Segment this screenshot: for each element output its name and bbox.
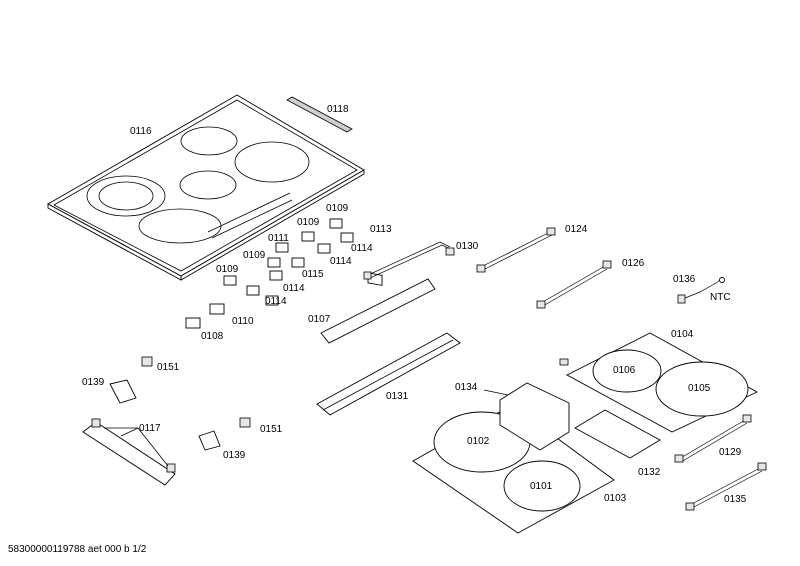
label-0118: 0118 [327,104,349,115]
control-knobs [185,218,383,329]
label-0101: 0101 [530,481,553,492]
label-0109-b: 0109 [297,217,320,228]
cooktop-glass-panel [47,94,365,281]
label-0124: 0124 [565,224,588,235]
label-0151-b: 0151 [260,424,283,435]
support-bracket [82,418,176,486]
label-0126: 0126 [622,258,645,269]
label-0115: 0115 [302,269,324,280]
connection-cables [476,227,612,309]
document-footer: 58300000119788 aet 000 b 1/2 [8,544,147,555]
label-0111: 0111 [268,233,289,244]
label-0109-c: 0109 [243,250,266,261]
label-0151-a: 0151 [157,362,180,373]
label-0107: 0107 [308,314,331,325]
label-0110: 0110 [232,316,254,327]
ntc-sensor [677,277,725,304]
label-0109-a: 0109 [326,203,349,214]
label-0114-d: 0114 [265,296,287,307]
label-0103: 0103 [604,493,627,504]
frame-strip [286,96,353,133]
label-0105: 0105 [688,383,711,394]
leader-lines [104,389,509,467]
label-0139-a: 0139 [82,377,105,388]
label-ntc: NTC [710,292,731,303]
label-0131: 0131 [386,391,409,402]
label-0116: 0116 [130,126,152,137]
label-0129: 0129 [719,447,742,458]
label-0102: 0102 [467,436,490,447]
label-0114-a: 0114 [351,243,373,254]
part-labels: 0116 0118 0109 0113 0109 0111 0114 0109 … [82,104,747,505]
label-0113: 0113 [370,224,392,235]
control-board [320,241,455,344]
fastening-clips [109,356,251,451]
label-0106: 0106 [613,365,636,376]
label-0114-c: 0114 [283,283,305,294]
induction-module-right [559,332,758,433]
cover-plate [574,409,661,459]
label-0132: 0132 [638,467,661,478]
label-0134: 0134 [455,382,478,393]
label-0139-b: 0139 [223,450,246,461]
label-0136: 0136 [673,274,696,285]
label-0108: 0108 [201,331,224,342]
lower-cables [674,414,767,511]
label-0109-d: 0109 [216,264,239,275]
label-0104: 0104 [671,329,694,340]
label-0135: 0135 [724,494,747,505]
label-0130: 0130 [456,241,479,252]
carrier-rail [316,332,461,416]
label-0117: 0117 [139,423,161,434]
label-0114-b: 0114 [330,256,352,267]
shield-plate [499,382,570,451]
